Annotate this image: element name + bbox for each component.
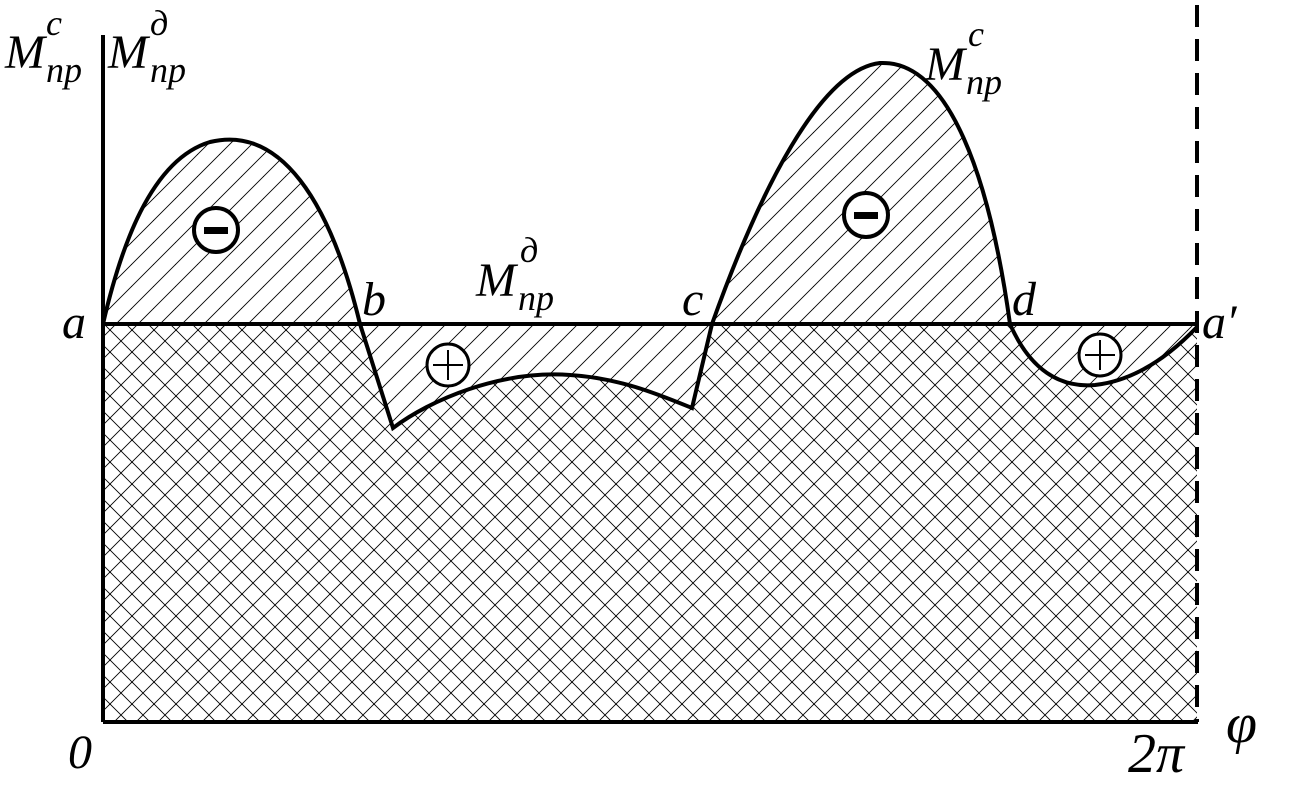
y-label-sup-1: c [46,3,62,43]
y-label-main-2: M [107,26,151,79]
driving-label-main: M [475,254,519,307]
point-c: c [682,273,703,326]
driving-curve-label: M д пр [475,230,554,318]
x-axis-label: φ [1226,693,1257,755]
y-label-sup-2: д [150,3,168,43]
driving-label-sup: д [520,230,538,270]
resistance-curve-2 [710,60,1012,325]
point-d: d [1012,273,1037,326]
minus-sign-1 [192,206,240,254]
plus-sign-2 [1077,332,1123,378]
driving-curve-2 [1008,323,1199,388]
resistance-curve-label: M c пр [924,14,1002,102]
resistance-label-sub: пр [966,62,1002,102]
driving-label-sub: пр [518,278,554,318]
resistance-curve-1 [101,137,362,325]
y-label-sub-2: пр [150,50,186,90]
point-a-prime: a′ [1202,296,1238,349]
resistance-label-sup: c [968,14,984,54]
point-b: b [362,273,386,326]
x-end-label: 2π [1128,723,1186,785]
origin-label: 0 [68,726,92,779]
point-a: a [62,296,86,349]
y-label-sub-1: пр [46,50,82,90]
y-label-main-1: M [4,26,48,79]
resistance-label-main: M [924,38,968,91]
driving-curve-1 [358,323,714,432]
plus-sign-1 [425,342,471,388]
minus-sign-2 [842,191,890,239]
y-axis-label: M c пр M д пр [4,3,186,90]
